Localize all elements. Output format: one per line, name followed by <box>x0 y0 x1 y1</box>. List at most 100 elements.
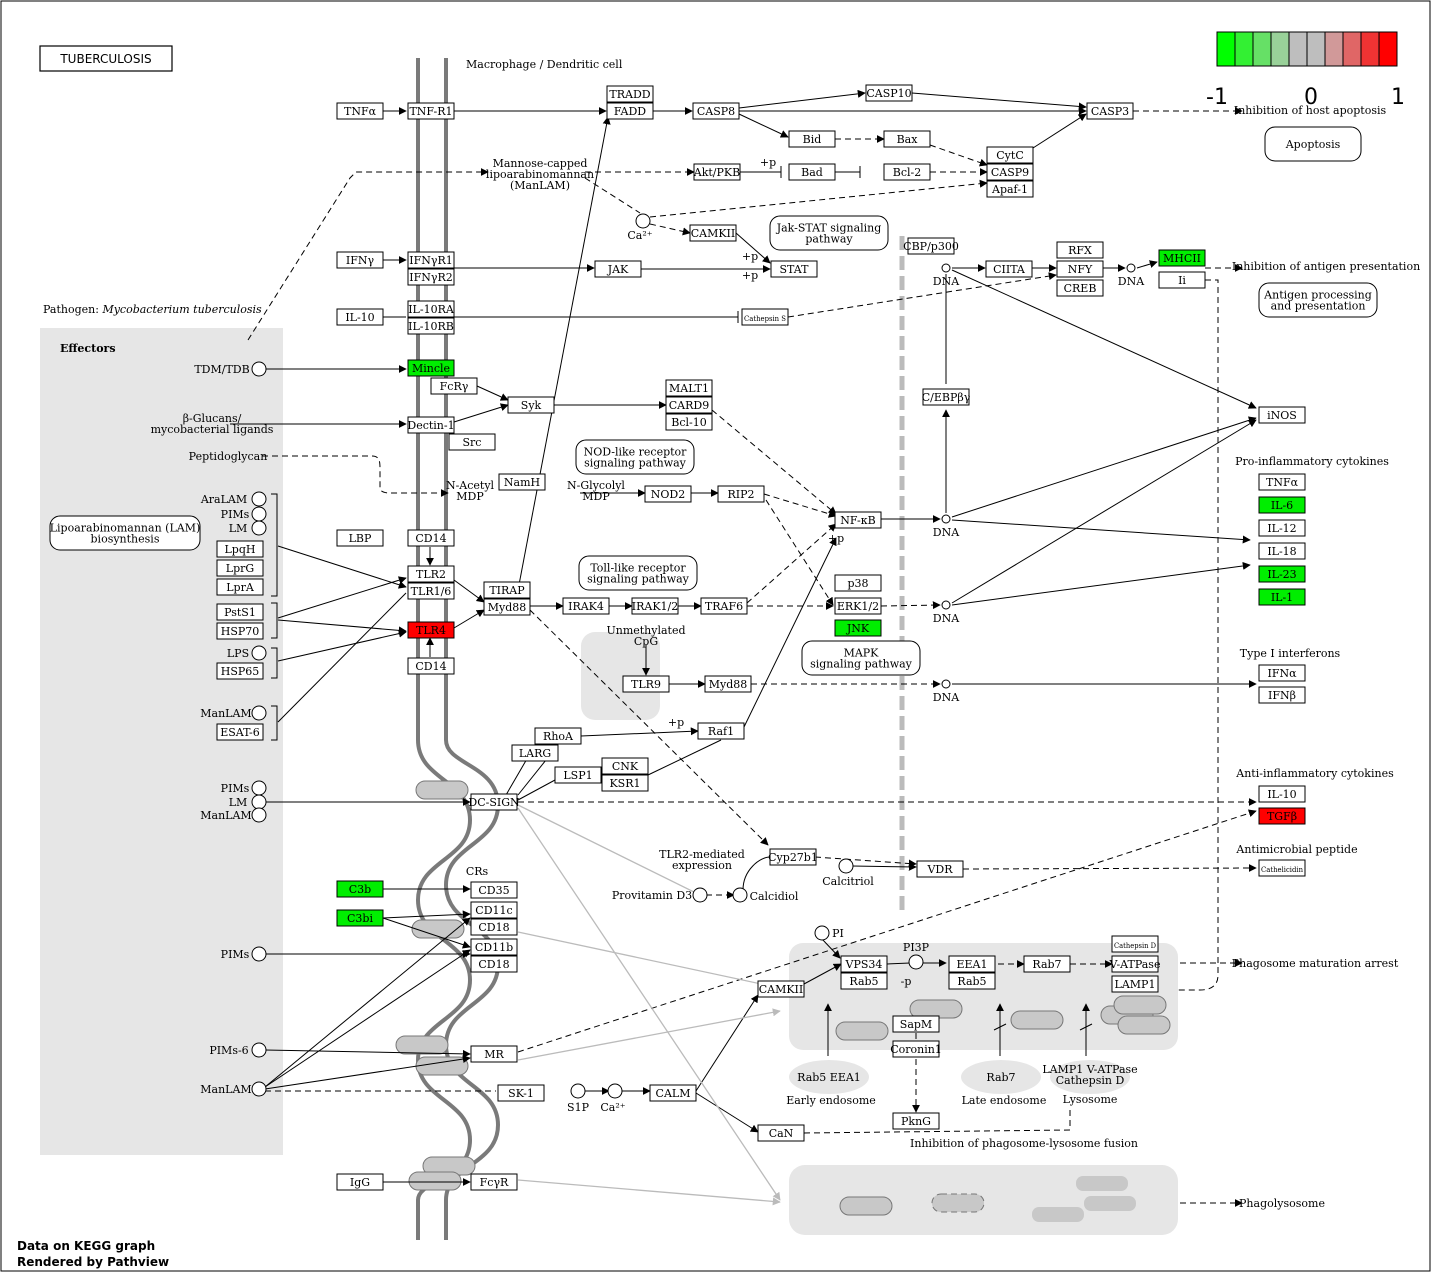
gene-box[interactable] <box>693 163 741 181</box>
gene-box[interactable] <box>883 163 931 181</box>
gene-node-ifnb[interactable]: IFNβ <box>1258 686 1306 704</box>
compound-circle[interactable] <box>941 679 951 689</box>
gene-node-rab5_a[interactable]: Rab5 <box>840 972 888 990</box>
gene-box[interactable] <box>1258 664 1306 682</box>
gene-node-ii[interactable]: Ii <box>1158 271 1206 289</box>
gene-box[interactable] <box>216 723 264 741</box>
compound-circle[interactable] <box>692 887 708 903</box>
gene-box[interactable] <box>448 433 496 451</box>
compound-node-lps[interactable]: LPS <box>227 645 267 661</box>
gene-box[interactable] <box>986 163 1034 181</box>
compound-circle[interactable] <box>251 645 267 661</box>
gene-node-mr[interactable]: MR <box>470 1045 518 1063</box>
gene-box[interactable] <box>216 603 264 621</box>
gene-box[interactable] <box>892 1040 940 1058</box>
gene-node-casp3[interactable]: CASP3 <box>1086 102 1134 120</box>
gene-box[interactable] <box>216 578 264 596</box>
gene-box[interactable] <box>407 582 455 600</box>
gene-node-card9[interactable]: CARD9 <box>665 396 713 414</box>
gene-box[interactable] <box>336 880 384 898</box>
gene-box[interactable] <box>430 377 478 395</box>
gene-node-vdr[interactable]: VDR <box>916 860 964 878</box>
gene-node-hsp65[interactable]: HSP65 <box>216 662 264 680</box>
gene-node-irak12[interactable]: IRAK1/2 <box>631 597 679 615</box>
gene-node-cd14_t[interactable]: CD14 <box>407 529 455 547</box>
gene-node-p38[interactable]: p38 <box>834 574 882 592</box>
compound-circle[interactable] <box>251 794 267 810</box>
compound-node-s1p[interactable]: S1P <box>567 1083 590 1114</box>
gene-node-fadd[interactable]: FADD <box>606 102 654 120</box>
gene-node-cbp[interactable]: CBP/p300 <box>903 237 959 255</box>
gene-node-il10rb[interactable]: IL-10RB <box>407 317 455 335</box>
gene-node-cebpb[interactable]: C/EBPβγ <box>922 388 971 406</box>
gene-node-cd18_2[interactable]: CD18 <box>470 955 518 973</box>
gene-node-ksr1[interactable]: KSR1 <box>601 774 649 792</box>
compound-node-manlam3[interactable]: ManLAM <box>200 1081 267 1097</box>
gene-node-tlr2[interactable]: TLR2 <box>407 565 455 583</box>
gene-node-inos[interactable]: iNOS <box>1258 406 1306 424</box>
gene-box[interactable] <box>770 260 818 278</box>
gene-box[interactable] <box>407 416 455 434</box>
compound-node-provitd3[interactable]: Provitamin D3 <box>612 887 708 903</box>
gene-box[interactable] <box>1258 473 1306 491</box>
gene-node-bcl10[interactable]: Bcl-10 <box>665 413 713 431</box>
gene-box[interactable] <box>665 396 713 414</box>
gene-box[interactable] <box>498 473 546 491</box>
gene-node-rab5_b[interactable]: Rab5 <box>948 972 996 990</box>
compound-node-pims6[interactable]: PIMs-6 <box>209 1042 267 1058</box>
compound-node-pims1[interactable]: PIMs <box>221 506 267 522</box>
gene-node-tnfr1[interactable]: TNF-R1 <box>407 102 455 120</box>
gene-node-calm[interactable]: CALM <box>649 1084 697 1102</box>
compound-circle[interactable] <box>251 1042 267 1058</box>
compound-circle[interactable] <box>635 213 651 229</box>
gene-box[interactable] <box>1258 406 1306 424</box>
gene-node-bad[interactable]: Bad <box>788 163 836 181</box>
gene-box[interactable] <box>665 413 713 431</box>
gene-box[interactable] <box>834 619 882 637</box>
gene-box[interactable] <box>834 511 882 529</box>
gene-box[interactable] <box>757 1124 805 1142</box>
map-box[interactable] <box>578 555 698 591</box>
gene-box[interactable] <box>948 972 996 990</box>
gene-box[interactable] <box>336 529 384 547</box>
gene-node-nfkb[interactable]: NF-κB <box>834 511 882 529</box>
gene-box[interactable] <box>922 388 970 406</box>
gene-box[interactable] <box>788 163 836 181</box>
compound-circle[interactable] <box>570 1083 586 1099</box>
compound-node-ca2[interactable]: Ca²⁺ <box>600 1083 626 1114</box>
map-box[interactable] <box>1258 282 1378 318</box>
gene-box[interactable] <box>470 918 518 936</box>
gene-node-cnk[interactable]: CNK <box>601 757 649 775</box>
gene-node-bid[interactable]: Bid <box>788 130 836 148</box>
gene-node-apaf1[interactable]: Apaf-1 <box>986 180 1034 198</box>
gene-box[interactable] <box>407 359 455 377</box>
gene-node-tlr16[interactable]: TLR1/6 <box>407 582 455 600</box>
gene-node-creb[interactable]: CREB <box>1056 279 1104 297</box>
gene-box[interactable] <box>601 774 649 792</box>
gene-box[interactable] <box>644 485 692 503</box>
gene-node-eea1[interactable]: EEA1 <box>948 955 996 973</box>
compound-circle[interactable] <box>732 887 748 903</box>
gene-box[interactable] <box>470 901 518 919</box>
gene-node-c3bi[interactable]: C3bi <box>336 909 384 927</box>
gene-node-coronin1[interactable]: Coronin1 <box>890 1040 942 1058</box>
gene-node-igg[interactable]: IgG <box>336 1173 384 1191</box>
gene-node-il10_r[interactable]: IL-10 <box>1258 785 1306 803</box>
gene-box[interactable] <box>1258 565 1306 583</box>
gene-box[interactable] <box>907 237 955 255</box>
gene-node-cyp27b1[interactable]: Cyp27b1 <box>768 848 818 866</box>
map-link-lam[interactable]: Lipoarabinomannan (LAM)biosynthesis <box>49 515 201 551</box>
gene-node-nod2[interactable]: NOD2 <box>644 485 692 503</box>
gene-box[interactable] <box>594 260 642 278</box>
compound-node-lm2[interactable]: LM <box>229 794 267 810</box>
gene-node-il1[interactable]: IL-1 <box>1258 588 1306 606</box>
gene-box[interactable] <box>470 955 518 973</box>
compound-node-pi[interactable]: PI <box>814 925 844 941</box>
compound-node-dna5[interactable]: DNA <box>933 679 960 704</box>
gene-node-traf6[interactable]: TRAF6 <box>700 597 748 615</box>
gene-node-cytc[interactable]: CytC <box>986 146 1034 164</box>
